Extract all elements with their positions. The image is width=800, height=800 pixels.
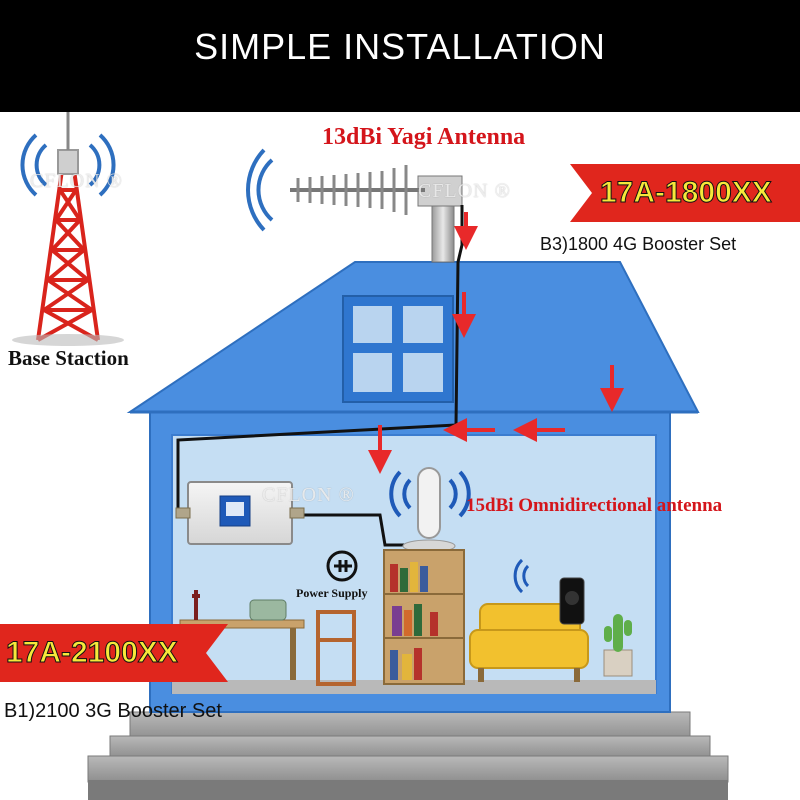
tower-signal-waves [20,133,116,197]
bottom-model-caption: B1)2100 3G Booster Set [4,700,222,722]
yagi-antenna [290,165,463,263]
watermark: CFLON ® [262,484,355,506]
bookshelf [383,549,465,685]
watermark: CFLON ® [30,170,123,192]
base-station-label: Base Staction [8,346,129,370]
watermark: CFLON ® [418,180,511,202]
page-title: SIMPLE INSTALLATION [194,26,606,67]
top-model-badge-shape [570,164,800,222]
cactus-plant [603,614,633,677]
signal-arrows [368,212,624,474]
house-foundation-steps [87,711,729,800]
base-station-tower [12,110,124,346]
booster-unit [175,481,305,545]
top-model-code: 17A-1800XX [600,176,773,210]
sofa [469,603,589,682]
power-supply-label: Power Supply [296,586,368,600]
smartphone [513,558,585,625]
header-banner: SIMPLE INSTALLATION [0,0,800,112]
power-supply-adapter [326,550,358,582]
omni-antenna-label: 15dBi Omnidirectional antenna [466,495,723,516]
yagi-antenna-label: 13dBi Yagi Antenna [322,124,526,150]
top-model-caption: B3)1800 4G Booster Set [540,234,737,254]
bottom-model-badge-shape [0,624,228,682]
bottom-model-code: 17A-2100XX [6,636,179,670]
yagi-signal-waves [246,148,274,232]
omni-signal-waves [389,470,471,518]
